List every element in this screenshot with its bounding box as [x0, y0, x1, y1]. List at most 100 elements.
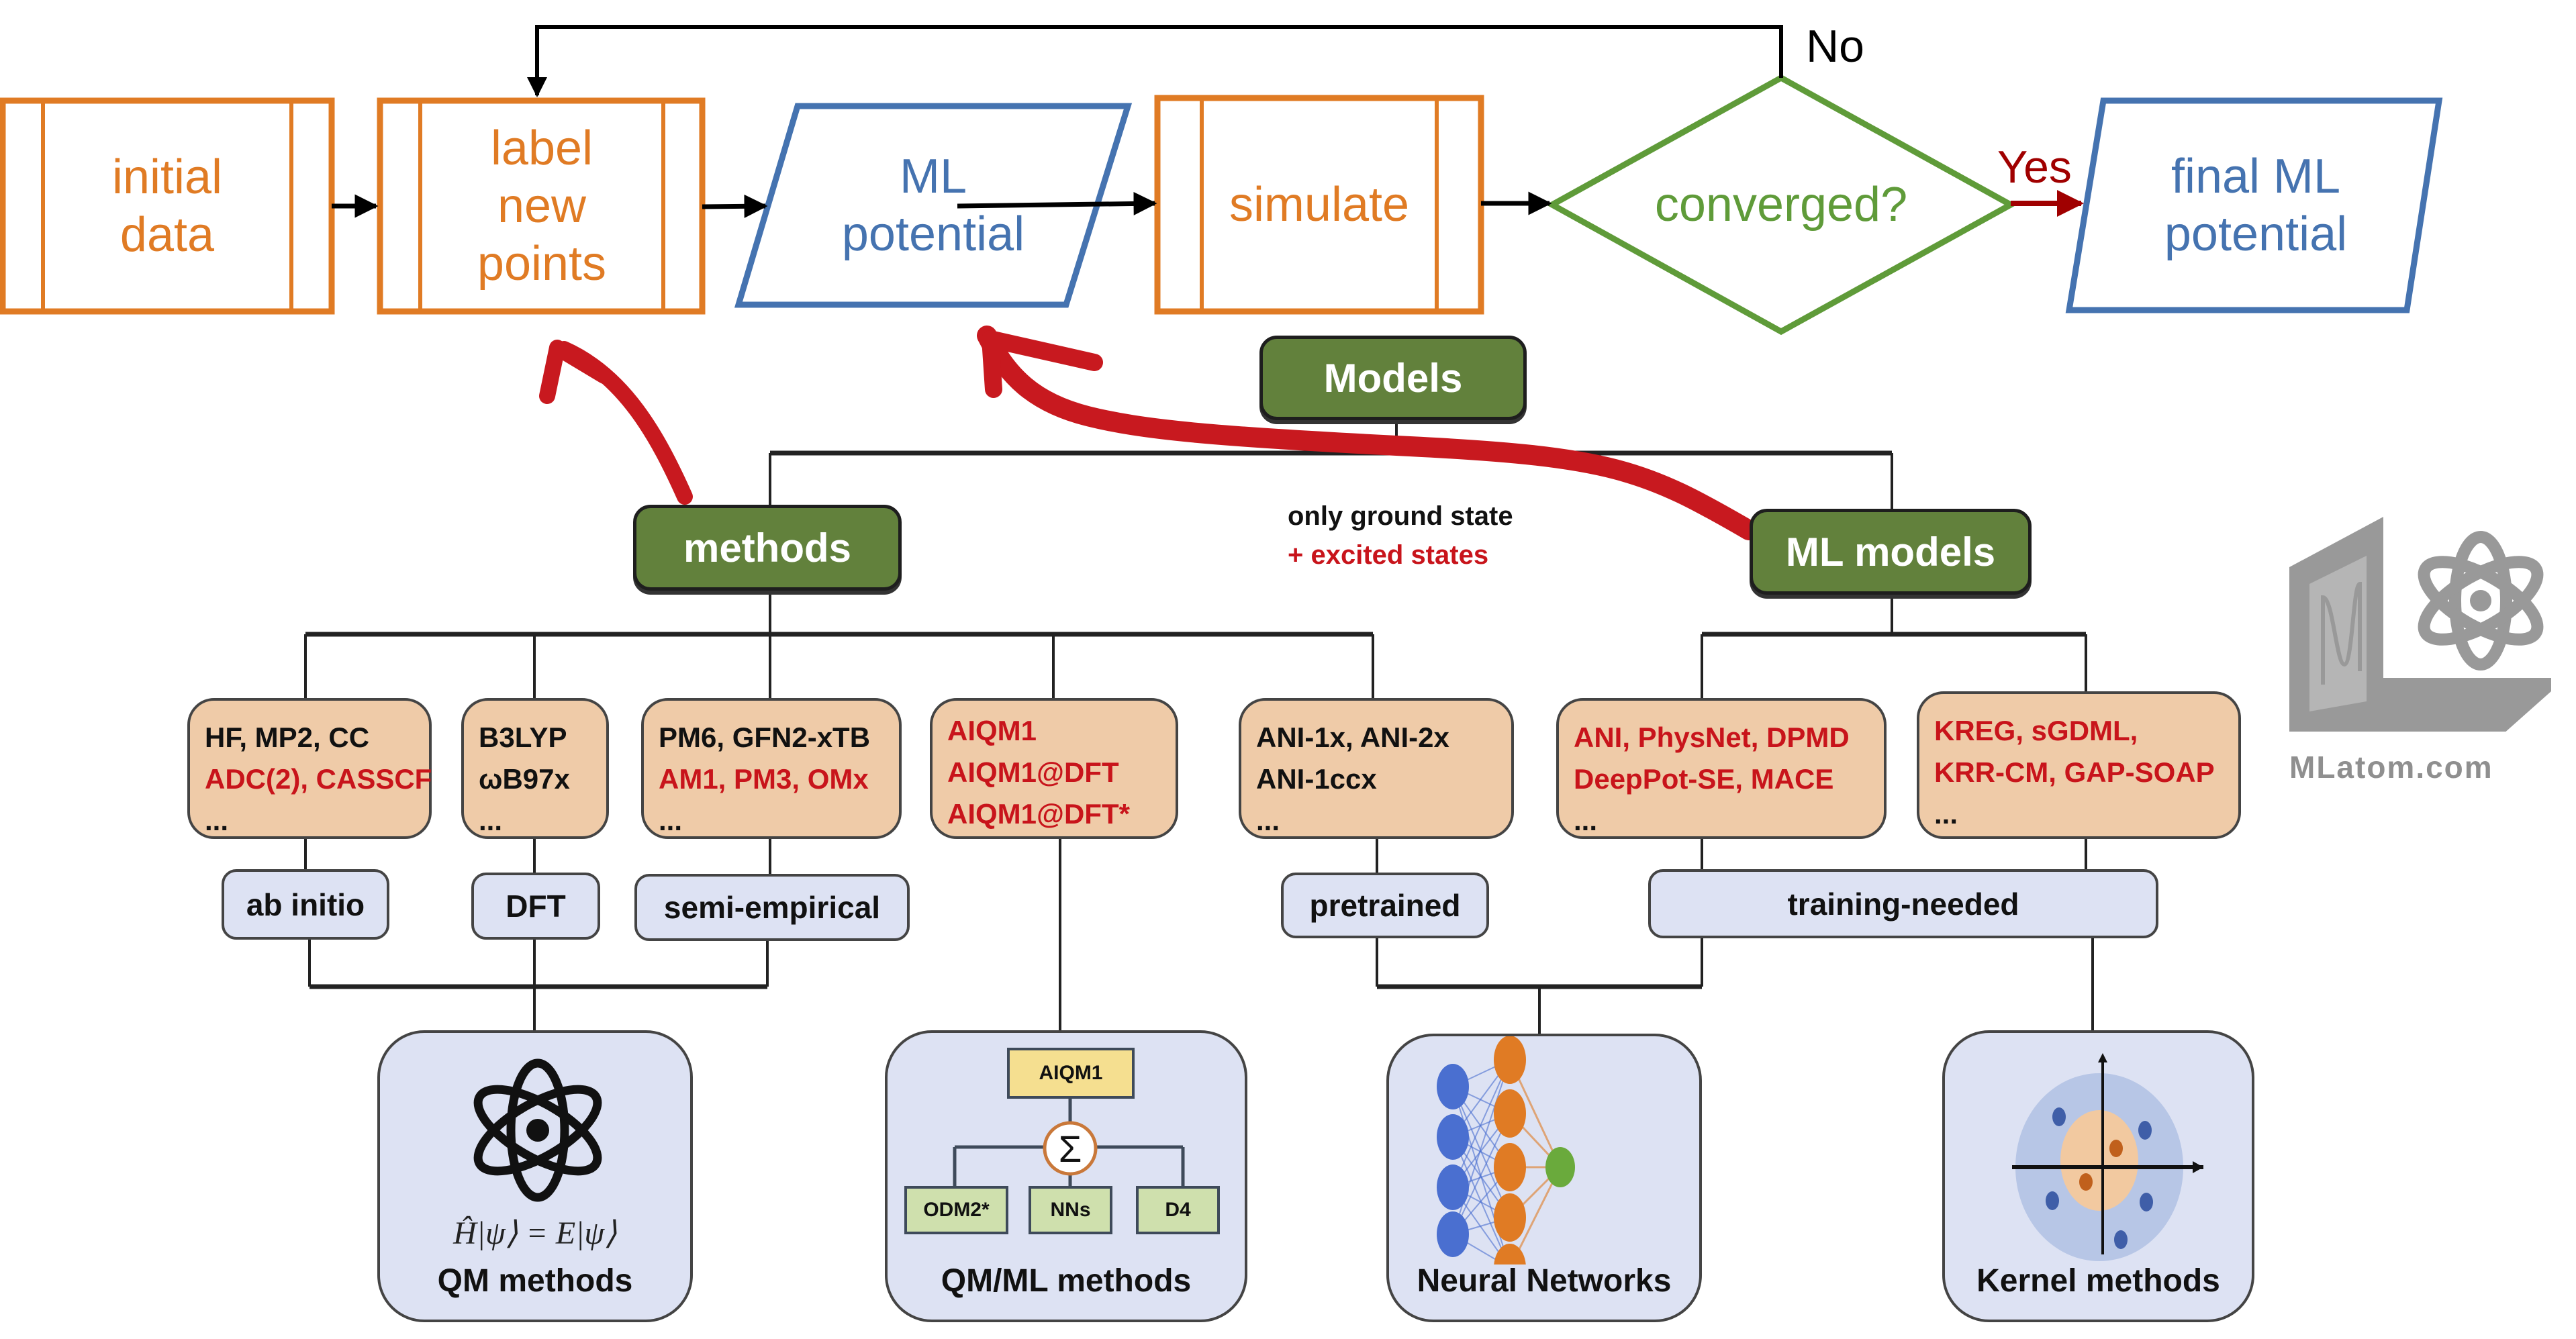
- label-new-points-line-2: new: [497, 179, 587, 233]
- models-root-node[interactable]: Models: [1259, 336, 1527, 420]
- category-pretrained[interactable]: pretrained: [1281, 873, 1489, 938]
- card-label: Neural Networks: [1417, 1263, 1672, 1299]
- nn-hidden-node: [1494, 1089, 1526, 1138]
- red-arrow-mlmodels-to-ml: [977, 326, 1759, 540]
- card-label: QM/ML methods: [941, 1263, 1192, 1299]
- ml-potential-shape: [734, 103, 1133, 308]
- nn-edge: [1452, 1113, 1511, 1235]
- model-list-line-excited: ANI, PhysNet, DPMD: [1574, 722, 1850, 753]
- aiqm1-composition-diagram: [953, 1097, 1185, 1187]
- nn-edge: [1452, 1059, 1511, 1188]
- nn-hidden-node: [1494, 1244, 1526, 1264]
- final-ml-potential-shape: [2065, 97, 2443, 313]
- card-qm-methods[interactable]: Ĥ|ψ⟩ = E|ψ⟩ QM methods: [377, 1030, 693, 1322]
- method-list-line-excited: AM1, PM3, OMx: [659, 763, 869, 795]
- ml-group-pretrained[interactable]: ANI-1x, ANI-2x ANI-1ccx ...: [1239, 698, 1514, 839]
- neural-network-icon: [1437, 1036, 1575, 1264]
- method-group-aiqm[interactable]: AIQM1 AIQM1@DFT AIQM1@DFT*: [930, 698, 1178, 839]
- method-list-line: PM6, GFN2-xTB: [659, 722, 871, 753]
- label-new-points-line-1: label: [490, 121, 593, 175]
- red-annotation-arrows: [539, 326, 1759, 540]
- ml-potential-node[interactable]: ML potential: [785, 106, 1081, 305]
- state-legend: only ground state + excited states: [1288, 497, 1513, 575]
- tree-connectors: [304, 421, 2094, 1034]
- nn-hidden-node: [1494, 1193, 1526, 1242]
- ml-potential-line-2: potential: [841, 207, 1025, 261]
- nn-hidden-node: [1494, 1143, 1526, 1191]
- nn-input-node: [1437, 1064, 1469, 1109]
- converged-diamond-shape: [1545, 74, 2017, 336]
- arrow-label-to-ml: [702, 194, 768, 218]
- model-list-line: ANI-1x, ANI-2x: [1256, 722, 1449, 753]
- model-list-line: ANI-1ccx: [1256, 763, 1377, 795]
- final-ml-potential-line-2: potential: [2164, 207, 2348, 261]
- initial-data-line-1: initial: [111, 150, 223, 204]
- ml-group-kernel[interactable]: KREG, sGDML, KRR-CM, GAP-SOAP ...: [1917, 691, 2241, 839]
- model-list-line-excited: KREG, sGDML,: [1934, 715, 2138, 746]
- method-list-line: HF, MP2, CC: [205, 722, 370, 753]
- arrow-ml-to-simulate: [957, 191, 1157, 215]
- label-new-points-line-3: points: [477, 237, 607, 291]
- method-list-line-excited: ADC(2), CASSCF: [205, 763, 432, 795]
- initial-data-line-2: data: [120, 208, 215, 262]
- card-qm-ml-methods[interactable]: AIQM1 Σ ODM2* NNs D4 QM/ML methods: [885, 1030, 1247, 1322]
- initial-data-node[interactable]: initial data: [43, 101, 291, 311]
- nn-output-node: [1545, 1147, 1575, 1187]
- method-list-line: B3LYP: [479, 722, 567, 753]
- kernel-icon: [2012, 1053, 2203, 1261]
- red-arrow-head-left-a: [539, 340, 612, 404]
- category-dft[interactable]: DFT: [471, 873, 600, 940]
- odm2-mini-box: ODM2*: [904, 1186, 1008, 1234]
- ellipsis: ...: [1934, 798, 1958, 830]
- model-list-line-excited: KRR-CM, GAP-SOAP: [1934, 756, 2215, 788]
- legend-ground-state: only ground state: [1288, 501, 1513, 531]
- nn-input-node: [1437, 1114, 1469, 1160]
- yes-label: Yes: [1997, 142, 2072, 193]
- atom-icon: [473, 1058, 602, 1202]
- method-list-line: ωB97x: [479, 763, 570, 795]
- category-training-needed[interactable]: training-needed: [1648, 869, 2158, 938]
- method-list-line-excited: AIQM1: [947, 715, 1037, 746]
- card-label: QM methods: [437, 1263, 633, 1299]
- mlatom-logo-icon: [2289, 517, 2551, 732]
- aiqm1-mini-box: AIQM1: [1007, 1048, 1135, 1099]
- schrodinger-equation: Ĥ|ψ⟩ = E|ψ⟩: [453, 1216, 617, 1251]
- method-group-dft[interactable]: B3LYP ωB97x ...: [461, 698, 609, 839]
- final-ml-potential-node[interactable]: final ML potential: [2101, 101, 2410, 310]
- methods-node[interactable]: methods: [633, 505, 902, 591]
- sigma-icon: Σ: [1058, 1128, 1082, 1170]
- model-list-line-excited: DeepPot-SE, MACE: [1574, 763, 1834, 795]
- category-semi-empirical[interactable]: semi-empirical: [634, 874, 910, 941]
- card-label: Kernel methods: [1976, 1263, 2220, 1299]
- method-group-ab-initio[interactable]: HF, MP2, CC ADC(2), CASSCF ...: [187, 698, 432, 839]
- mlatom-logo[interactable]: MLatom.com: [2269, 510, 2571, 792]
- card-neural-networks[interactable]: Neural Networks: [1386, 1034, 1702, 1322]
- method-group-semi-empirical[interactable]: PM6, GFN2-xTB AM1, PM3, OMx ...: [641, 698, 902, 839]
- ml-models-node[interactable]: ML models: [1750, 509, 2032, 595]
- final-ml-potential-line-1: final ML: [2170, 150, 2341, 203]
- converged-label: converged?: [1654, 178, 1908, 232]
- ml-potential-line-1: ML: [899, 150, 967, 203]
- legend-excited-states: + excited states: [1288, 540, 1489, 570]
- nn-input-node: [1437, 1211, 1469, 1257]
- ellipsis: ...: [1256, 805, 1280, 836]
- ml-group-neural-networks[interactable]: ANI, PhysNet, DPMD DeepPot-SE, MACE ...: [1556, 698, 1887, 839]
- nn-hidden-node: [1494, 1036, 1526, 1084]
- ellipsis: ...: [205, 805, 229, 836]
- ellipsis: ...: [659, 805, 683, 836]
- converged-node[interactable]: converged?: [1611, 161, 1951, 248]
- sum-node-icon: [1043, 1121, 1098, 1176]
- arrow-no-loop: [527, 25, 1783, 97]
- method-list-line-excited: AIQM1@DFT: [947, 756, 1119, 788]
- simulate-line-1: simulate: [1229, 178, 1410, 232]
- d4-mini-box: D4: [1136, 1186, 1220, 1234]
- card-kernel-methods[interactable]: Kernel methods: [1942, 1030, 2254, 1322]
- red-arrow-head-left-b: [982, 330, 1103, 398]
- nns-mini-box: NNs: [1029, 1186, 1112, 1234]
- ellipsis: ...: [479, 805, 503, 836]
- nn-input-node: [1437, 1164, 1469, 1210]
- category-ab-initio[interactable]: ab initio: [222, 869, 389, 940]
- simulate-node[interactable]: simulate: [1202, 98, 1437, 311]
- label-new-points-node[interactable]: label new points: [420, 101, 663, 311]
